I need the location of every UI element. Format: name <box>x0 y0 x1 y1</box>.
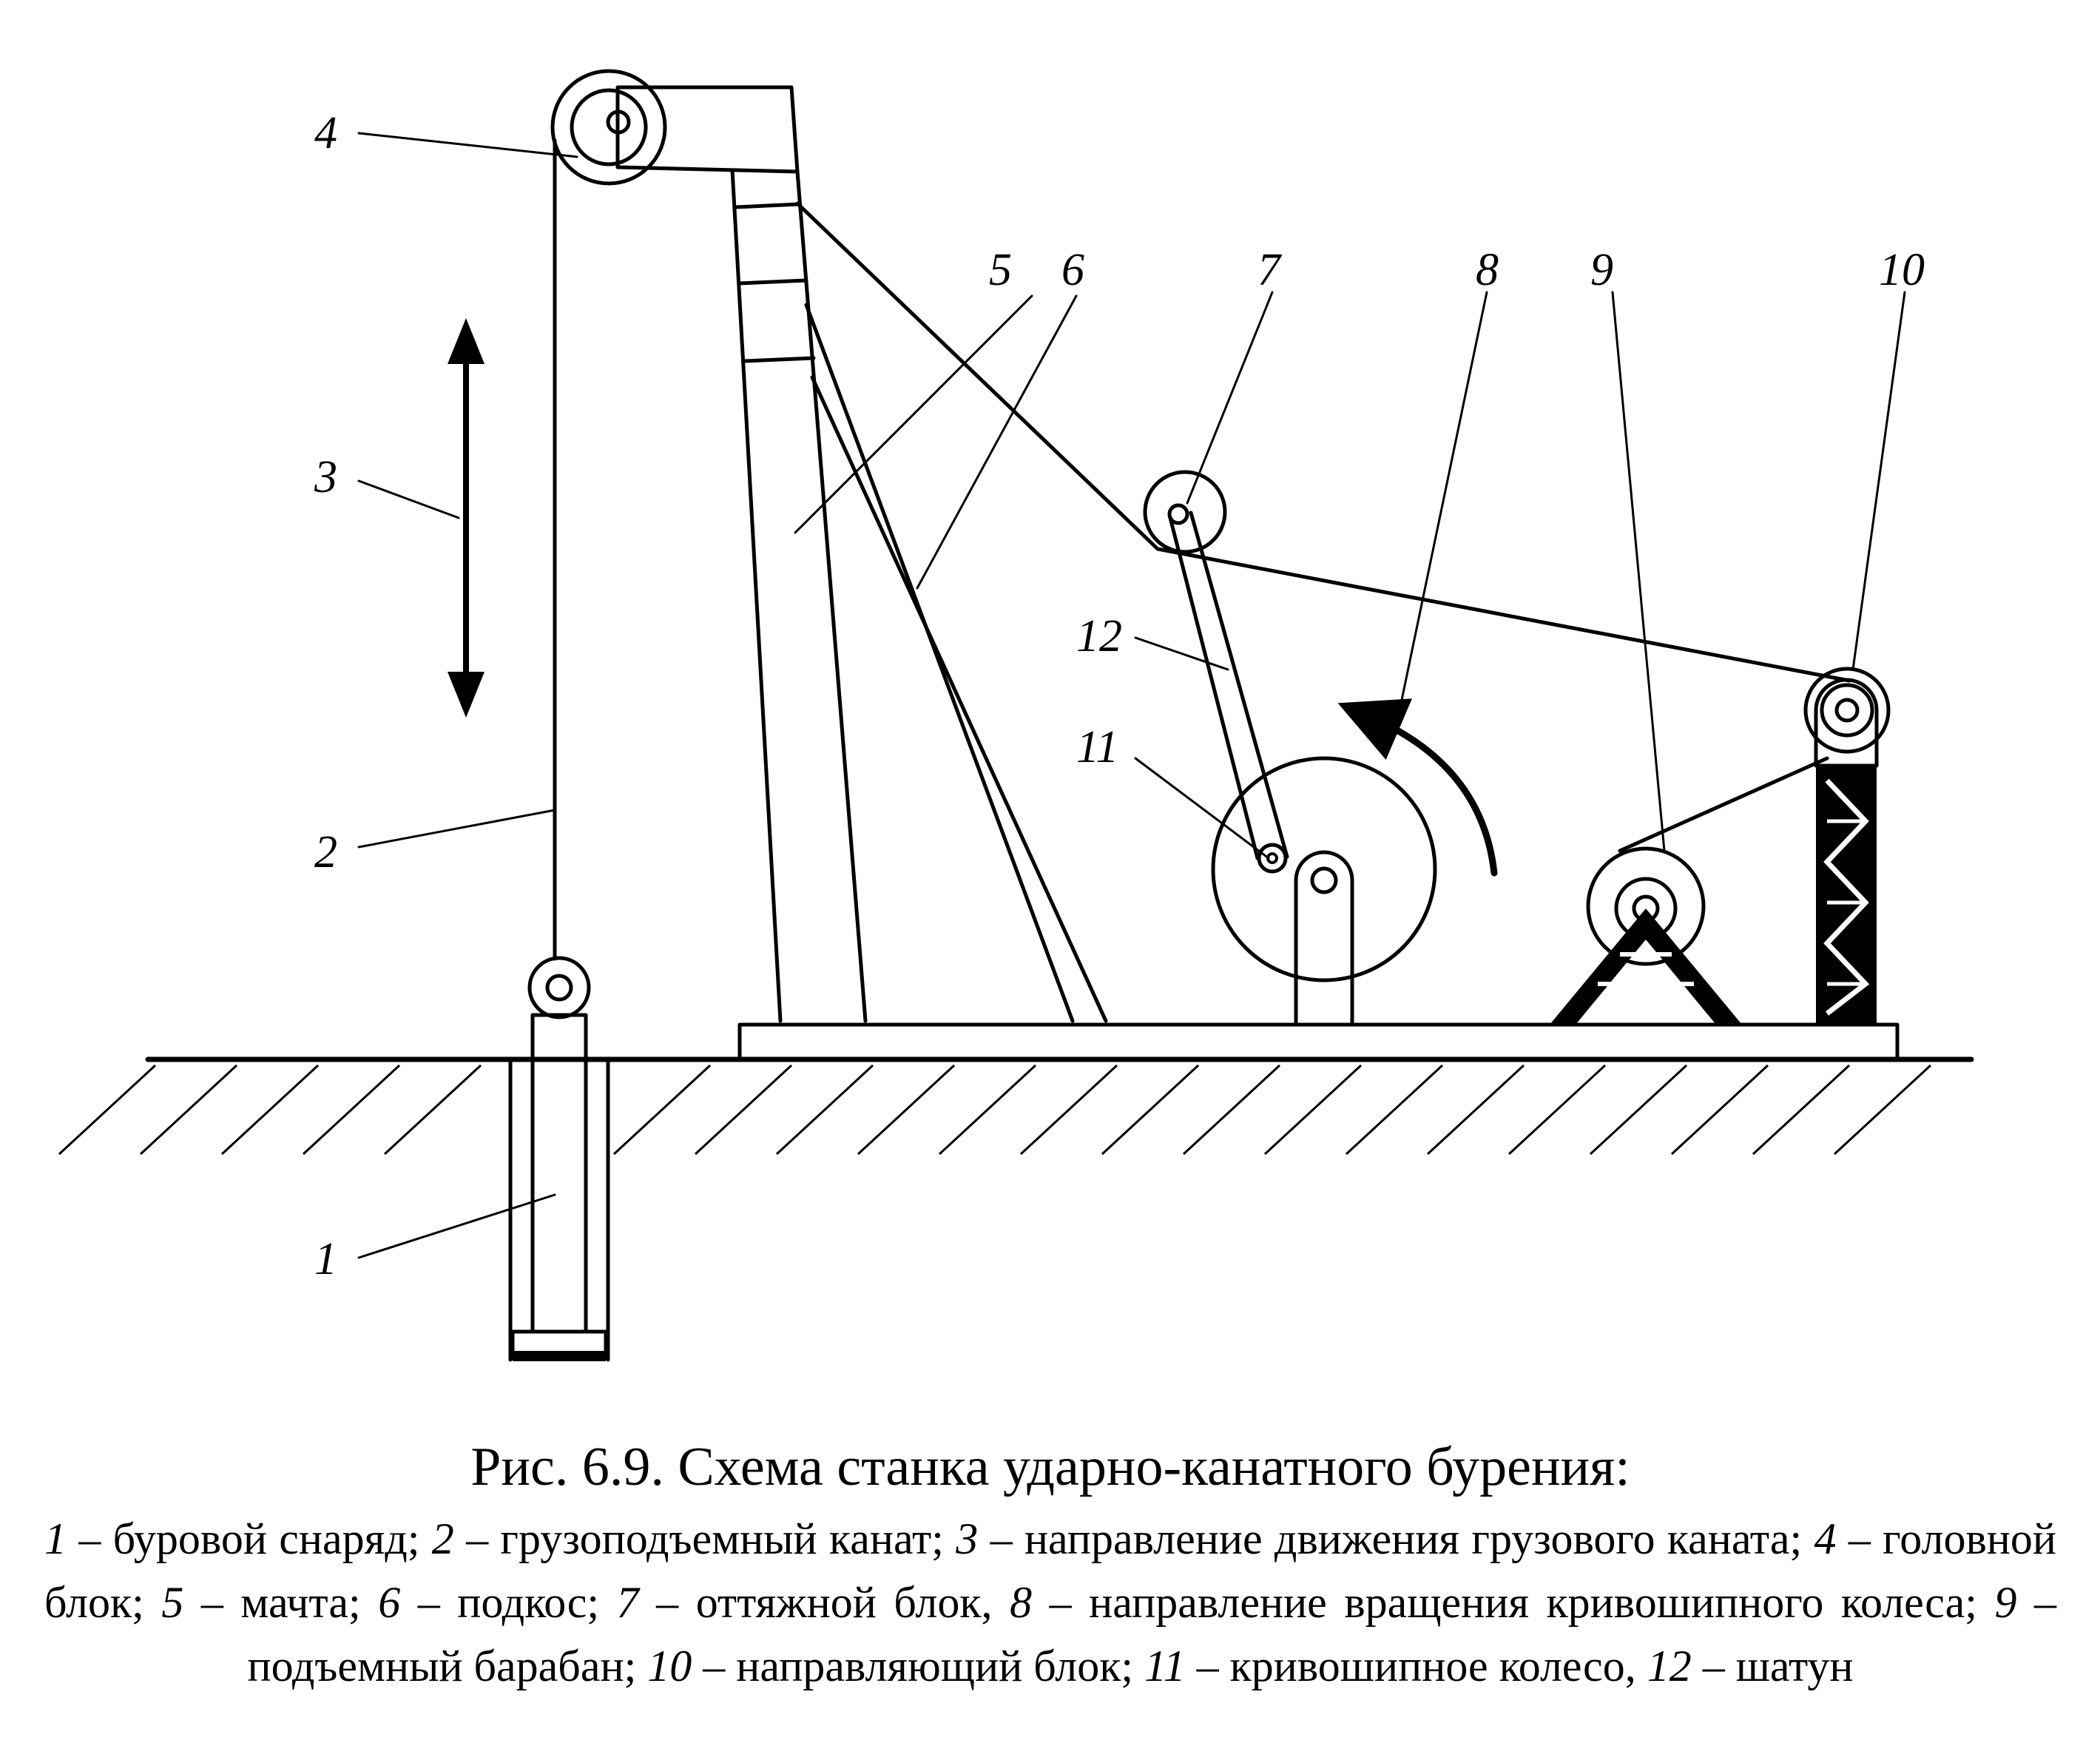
label-3: 3 <box>314 452 337 502</box>
leader-lines <box>357 132 1906 1259</box>
brace <box>804 303 1108 1023</box>
guide-block <box>1803 667 1891 1025</box>
drilling-tool <box>510 956 608 1361</box>
legend-item: 1 – буровой снаряд; <box>44 1514 432 1563</box>
legend-item: 7 – оттяжной блок, <box>616 1578 1010 1627</box>
legend-item: 3 – направление движения грузового канат… <box>956 1514 1814 1563</box>
drum-cable <box>1618 756 1829 853</box>
figure-caption: Рис. 6.9. Схема станка ударно-канатного … <box>44 1432 2056 1698</box>
rotation-arrow <box>1337 698 1498 877</box>
legend-item: 10 – направляющий блок; <box>647 1642 1145 1690</box>
legend-item: 4 – головной блок; <box>44 1514 2056 1627</box>
ground-hatching <box>58 1064 1932 1156</box>
connecting-rod <box>1168 510 1289 874</box>
legend-item: 12 – шатун <box>1647 1642 1854 1690</box>
label-10: 10 <box>1879 245 1925 295</box>
label-8: 8 <box>1476 245 1499 295</box>
legend-item: 5 – мачта; <box>161 1578 379 1627</box>
label-4: 4 <box>314 108 337 158</box>
legend-item: 9 – подъемный барабан; <box>247 1578 2057 1690</box>
mast <box>730 168 868 1023</box>
legend-item: 8 – направление вращения кривошипного ко… <box>1010 1578 1995 1627</box>
legend-item: 6 – подкос; <box>378 1578 617 1627</box>
head-block <box>550 69 800 186</box>
label-2: 2 <box>314 827 337 877</box>
pull-off-block <box>1143 470 1227 554</box>
hoisting-drum <box>1550 846 1742 1025</box>
pull-off-cable <box>795 201 1851 683</box>
label-7: 7 <box>1257 245 1283 295</box>
legend-item: 11 – кривошипное колесо, <box>1144 1642 1647 1690</box>
label-6: 6 <box>1061 245 1084 295</box>
label-11: 11 <box>1076 722 1118 772</box>
label-12: 12 <box>1076 611 1122 661</box>
crank-wheel <box>1211 756 1437 1027</box>
caption-legend: 1 – буровой снаряд; 2 – грузоподъемный к… <box>44 1507 2056 1698</box>
drilling-rig-diagram: 4 3 2 1 5 6 7 8 9 10 12 11 <box>58 69 1974 1362</box>
label-1: 1 <box>314 1234 337 1284</box>
cable-direction-arrow <box>448 318 485 718</box>
base-platform <box>737 1022 1900 1062</box>
label-9: 9 <box>1590 245 1613 295</box>
borehole <box>508 1057 610 1362</box>
legend-item: 2 – грузоподъемный канат; <box>431 1514 956 1563</box>
caption-title: Рис. 6.9. Схема станка ударно-канатного … <box>470 1437 1630 1497</box>
label-5: 5 <box>989 245 1012 295</box>
